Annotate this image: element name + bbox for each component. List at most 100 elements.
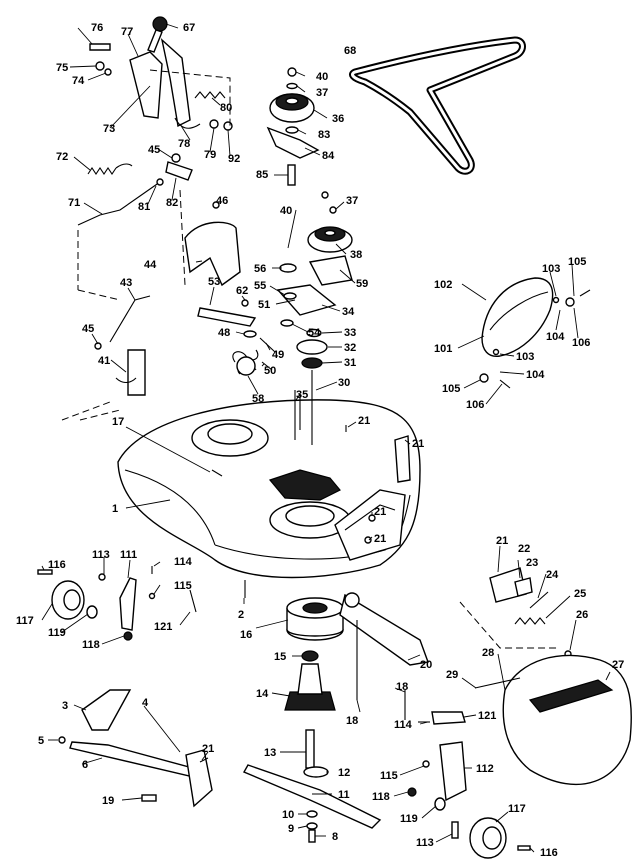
label-55: 55 xyxy=(254,280,266,292)
label-102: 102 xyxy=(434,279,452,291)
label-113b: 113 xyxy=(416,837,434,849)
spindle-housing-16 xyxy=(286,597,344,641)
bracket-82 xyxy=(165,161,193,181)
label-68: 68 xyxy=(344,45,356,57)
label-51: 51 xyxy=(258,299,270,311)
label-54: 54 xyxy=(308,327,321,339)
nut-118b xyxy=(407,787,417,797)
label-83: 83 xyxy=(318,129,330,141)
lift-handle-67 xyxy=(147,16,168,53)
label-21c: 21 xyxy=(374,506,386,518)
washer-10 xyxy=(306,810,318,818)
bracket-112 xyxy=(439,741,467,802)
label-117b: 117 xyxy=(508,803,526,815)
spacer-31 xyxy=(301,357,323,369)
label-21b: 21 xyxy=(412,438,424,450)
pin-45b xyxy=(94,342,102,350)
pulley-32 xyxy=(296,339,328,355)
label-113a: 113 xyxy=(92,549,110,561)
label-8: 8 xyxy=(332,831,338,843)
label-17: 17 xyxy=(112,416,124,428)
bar-6 xyxy=(69,741,201,779)
spring-25 xyxy=(514,617,546,625)
bolt-19 xyxy=(141,794,157,802)
label-114a: 114 xyxy=(174,556,193,568)
link-53 xyxy=(197,307,257,327)
knob-105a xyxy=(565,297,575,307)
washer-103b xyxy=(492,348,500,356)
label-11: 11 xyxy=(338,789,350,801)
label-21d: 21 xyxy=(374,533,386,545)
label-21f: 21 xyxy=(202,743,214,755)
spring-58 xyxy=(232,349,259,376)
bolt-40b xyxy=(321,191,329,199)
screw-21d xyxy=(364,536,372,544)
label-30: 30 xyxy=(338,377,350,389)
link-bushing xyxy=(344,592,360,608)
label-41: 41 xyxy=(98,355,110,367)
pin-106b xyxy=(499,379,511,389)
bolt-113a xyxy=(98,573,106,581)
belt-guard-44 xyxy=(184,221,241,287)
label-9: 9 xyxy=(288,823,294,835)
label-118b: 118 xyxy=(372,791,390,803)
label-29: 29 xyxy=(446,669,458,681)
label-117a: 117 xyxy=(16,615,34,627)
label-27: 27 xyxy=(612,659,624,671)
leader-lines xyxy=(41,23,611,853)
label-35: 35 xyxy=(296,389,308,401)
bushing-119b xyxy=(434,797,446,811)
bolt-40 xyxy=(287,67,297,77)
rod-24 xyxy=(529,591,549,609)
label-112: 112 xyxy=(476,763,494,775)
label-18a: 18 xyxy=(346,715,358,727)
label-2: 2 xyxy=(238,609,244,621)
label-92: 92 xyxy=(228,153,240,165)
label-19: 19 xyxy=(102,795,114,807)
lockwasher-9 xyxy=(306,822,318,830)
label-121b: 121 xyxy=(478,710,496,722)
label-104b: 104 xyxy=(526,369,545,381)
adapter-12 xyxy=(303,766,329,778)
label-71: 71 xyxy=(68,197,80,209)
spacer-55 xyxy=(283,292,297,300)
label-58: 58 xyxy=(252,393,264,405)
bracket-41 xyxy=(127,349,146,396)
label-46: 46 xyxy=(216,195,228,207)
label-12: 12 xyxy=(338,767,350,779)
pin-81 xyxy=(156,178,164,186)
label-1: 1 xyxy=(112,503,118,515)
label-13: 13 xyxy=(264,747,276,759)
nut-75 xyxy=(95,61,105,71)
label-62: 62 xyxy=(236,285,248,297)
bolt-76 xyxy=(89,43,111,51)
gauge-wheel-117a xyxy=(51,580,85,620)
bolt-85 xyxy=(287,164,296,186)
washer-74 xyxy=(104,68,112,76)
discharge-chute-27 xyxy=(502,654,632,786)
label-74: 74 xyxy=(72,75,85,87)
mower-deck-housing xyxy=(117,399,421,579)
bushing-83 xyxy=(285,126,299,134)
label-16: 16 xyxy=(240,629,252,641)
label-76: 76 xyxy=(91,22,103,34)
screw-46 xyxy=(212,201,220,209)
bracket-4 xyxy=(185,749,213,808)
pin-5 xyxy=(58,736,66,744)
label-103b: 103 xyxy=(516,351,534,363)
label-84: 84 xyxy=(322,150,335,162)
label-40a: 40 xyxy=(316,71,328,83)
label-115a: 115 xyxy=(174,580,192,592)
label-23: 23 xyxy=(526,557,538,569)
mulch-cover-101 xyxy=(481,277,554,357)
spring-80 xyxy=(194,91,226,99)
label-105a: 105 xyxy=(568,256,586,268)
washer-115b xyxy=(422,760,430,768)
washer-37 xyxy=(286,82,298,90)
bolts-30 xyxy=(299,370,313,445)
bolt-8 xyxy=(308,829,316,843)
label-106a: 106 xyxy=(572,337,590,349)
washer-79 xyxy=(209,119,219,129)
label-75: 75 xyxy=(56,62,68,74)
part-labels: 76 77 67 75 74 80 73 78 79 92 45 72 82 8… xyxy=(16,22,624,859)
